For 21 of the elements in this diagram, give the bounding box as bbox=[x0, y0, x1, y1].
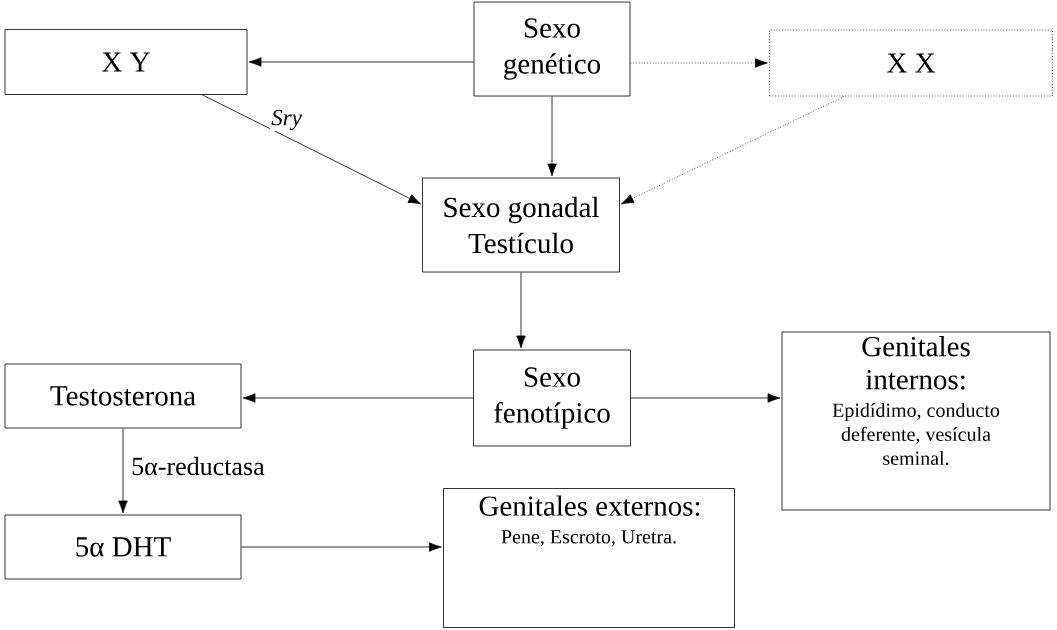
arrow bbox=[248, 57, 474, 67]
arrow bbox=[516, 272, 526, 349]
arrow bbox=[242, 393, 474, 403]
process-box: Sexo gonadal Testículo bbox=[422, 177, 620, 273]
process-box: Sexo fenotípico bbox=[473, 349, 631, 447]
arrow bbox=[241, 542, 442, 552]
process-box: Sexo genético bbox=[473, 1, 631, 97]
arrow bbox=[630, 393, 781, 403]
arrow bbox=[118, 428, 128, 514]
arrow bbox=[630, 58, 768, 68]
arrow bbox=[547, 96, 557, 177]
arrow bbox=[202, 94, 421, 205]
process-box: 5α DHT bbox=[4, 514, 242, 580]
process-box: Genitales externos: Pene, Escroto, Uretra. bbox=[443, 488, 735, 628]
edge-label: Sry bbox=[270, 108, 303, 132]
process-box: X Y bbox=[4, 29, 248, 95]
process-box: X X bbox=[769, 29, 1053, 97]
process-box: Genitales internos: Epidídimo, conducto deferente, vesícula seminal. bbox=[781, 331, 1051, 511]
process-box: Testosterona bbox=[4, 363, 242, 429]
edge-label: 5α-reductasa bbox=[130, 455, 266, 477]
arrow bbox=[621, 96, 845, 205]
